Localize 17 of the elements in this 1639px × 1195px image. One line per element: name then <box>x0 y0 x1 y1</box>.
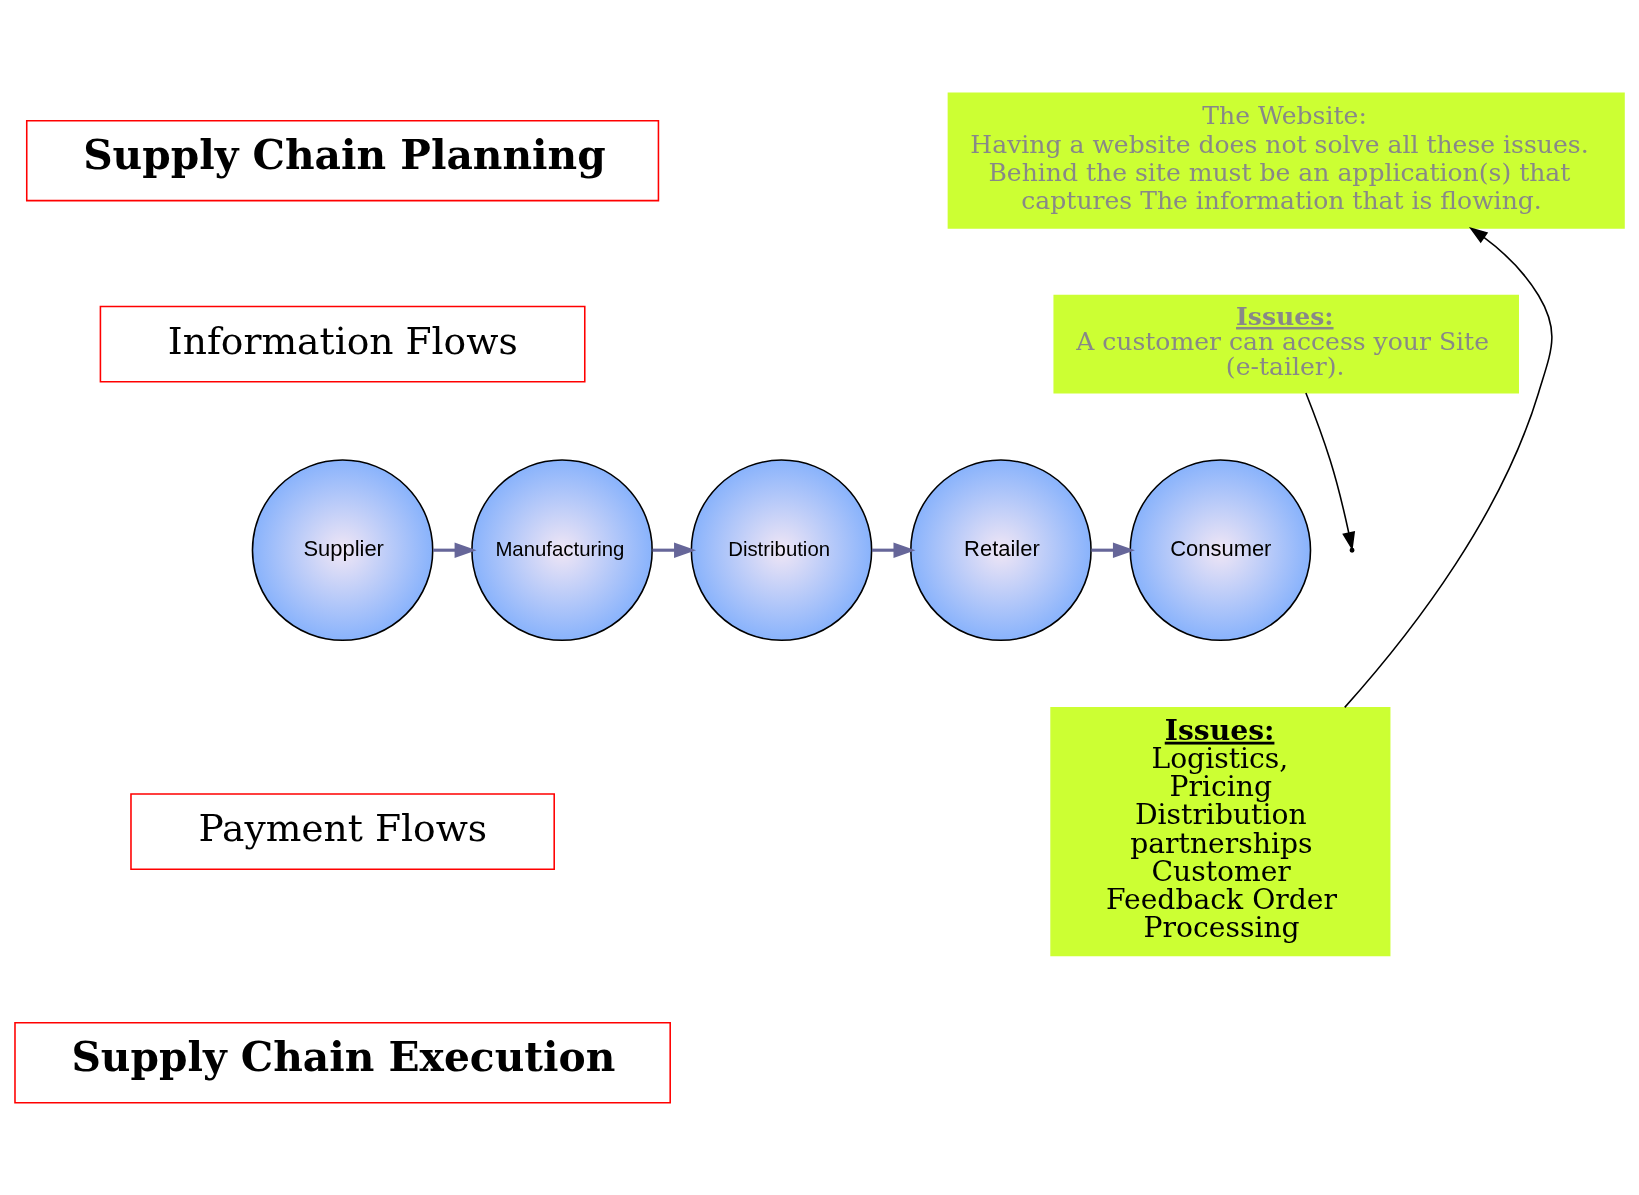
node-box: Supply Chain Planning <box>25 119 660 201</box>
arrow <box>1343 226 1553 708</box>
node-circle: Distribution <box>690 458 873 641</box>
node-circle: Consumer <box>1129 458 1312 641</box>
node-circle: Supplier <box>251 458 434 641</box>
arrow <box>1091 542 1135 558</box>
node-circle: Manufacturing <box>471 458 653 641</box>
node-box: Supply Chain Execution <box>14 1021 671 1103</box>
arrow <box>652 542 696 558</box>
arrow <box>433 542 477 558</box>
node-circle: Retailer <box>910 458 1092 641</box>
node-box: The Website: Having a website does not solve all these issues. Behind the site must be an application(s) that captures The information that is flowing. <box>947 92 1625 229</box>
node-box: Payment Flows <box>130 792 555 870</box>
node-box: Issues: A customer can access your Site (e-tailer). <box>1053 294 1519 393</box>
arrow <box>871 542 916 558</box>
node-box: Issues: Logistics, Pricing Distribution partnerships Customer Feedback Order Processing <box>1050 706 1391 956</box>
node-box: Information Flows <box>99 305 586 382</box>
